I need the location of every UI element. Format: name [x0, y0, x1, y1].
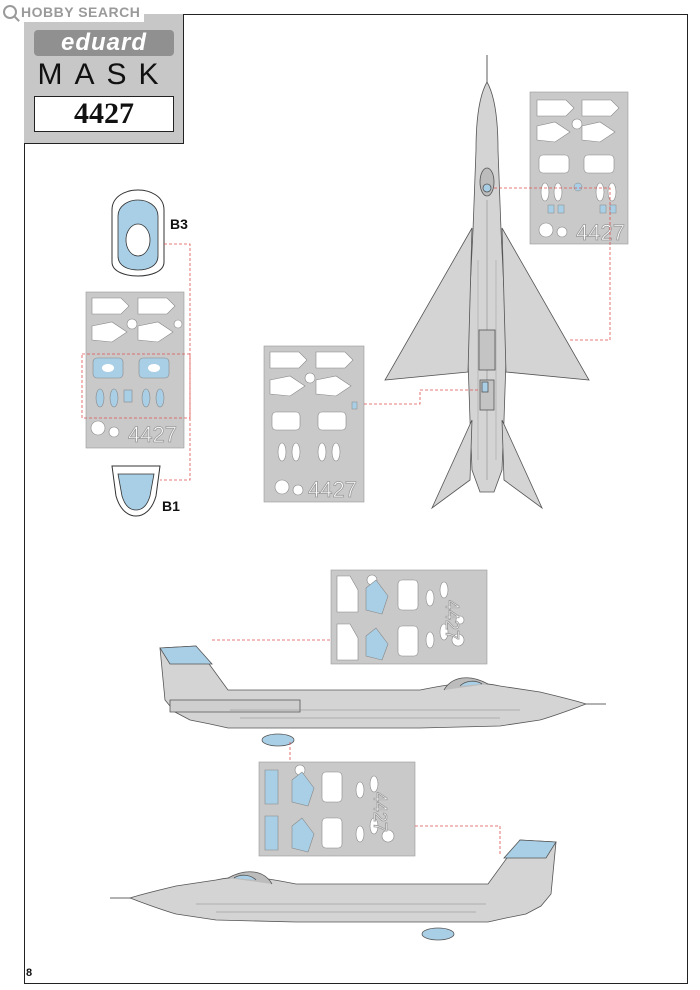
eduard-logo: eduard — [34, 30, 174, 56]
canopy-part-b3 — [111, 189, 165, 277]
aircraft-side-view-1 — [159, 645, 606, 747]
sheet-number-1: 4427 — [576, 220, 625, 245]
mask-sheet-left: 4427 — [81, 291, 191, 449]
watermark-text: HOBBY SEARCH — [21, 4, 141, 20]
sheet-number-3: 4427 — [128, 422, 177, 447]
sheet-number-4: 4427 — [442, 600, 462, 640]
mask-sheet-side-2: 4427 — [258, 761, 416, 857]
part-label-b1: B1 — [162, 498, 180, 514]
product-line: MASK — [37, 58, 171, 91]
mask-sheet-center: 4427 — [263, 345, 365, 502]
sheet-number-2: 4427 — [308, 477, 357, 502]
windscreen-part-b1 — [111, 465, 161, 517]
aircraft-side-view-2 — [110, 839, 557, 941]
magnifier-icon — [3, 5, 17, 19]
page-frame — [24, 14, 688, 984]
mask-sheet-top-right: 4427 — [529, 91, 629, 245]
sheet-number-5: 4427 — [370, 792, 390, 832]
mask-sheet-side-1: 4427 — [330, 569, 488, 665]
product-number: 4427 — [34, 96, 174, 132]
aircraft-top-view — [384, 55, 590, 510]
part-label-b3: B3 — [170, 216, 188, 232]
watermark: HOBBY SEARCH — [3, 2, 145, 22]
brand-header: eduard MASK 4427 — [24, 14, 184, 144]
page-number: 8 — [26, 967, 33, 979]
leader-lines — [160, 187, 611, 854]
